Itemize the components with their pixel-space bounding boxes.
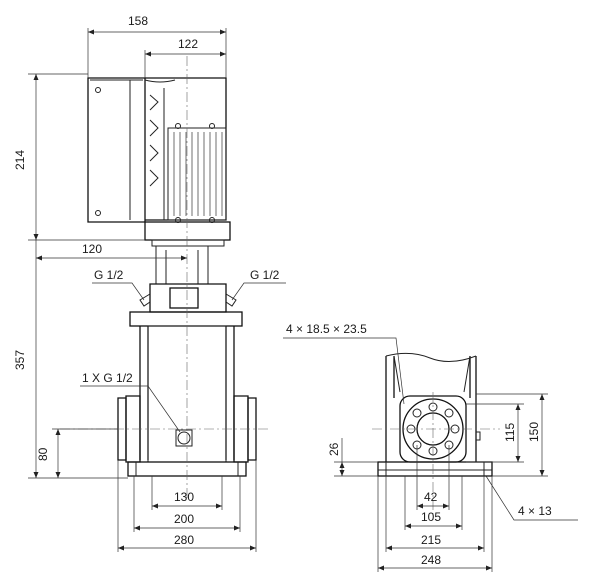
dim-105: 105 [421,510,441,524]
dim-215: 215 [421,533,441,547]
side-view: 4 × 18.5 × 23.5 26 115 150 42 105 215 [283,322,578,572]
dim-150: 150 [527,422,541,442]
pump-head [129,283,243,327]
front-view: 158 122 214 120 357 80 G 1/2 G 1/2 1 X G [13,14,286,552]
label-port-left: G 1/2 [94,268,124,282]
dim-357: 357 [13,350,27,370]
dim-248: 248 [421,553,441,567]
dim-200: 200 [174,512,194,526]
motor-housing [144,77,227,223]
label-feet: 4 × 13 [518,504,552,518]
dim-80: 80 [36,447,50,461]
dim-130: 130 [174,490,194,504]
coupling [144,221,231,285]
dim-115: 115 [503,423,517,442]
motor-terminal-box [87,77,146,223]
dim-214: 214 [13,150,27,170]
label-drain: 1 X G 1/2 [82,371,133,385]
dim-120: 120 [82,242,102,256]
label-port-right: G 1/2 [250,268,280,282]
dim-158: 158 [128,14,148,28]
dim-122: 122 [178,37,198,51]
dim-280: 280 [174,533,194,547]
dim-26: 26 [327,442,341,456]
dim-42: 42 [424,490,438,504]
label-holes: 4 × 18.5 × 23.5 [286,322,367,336]
